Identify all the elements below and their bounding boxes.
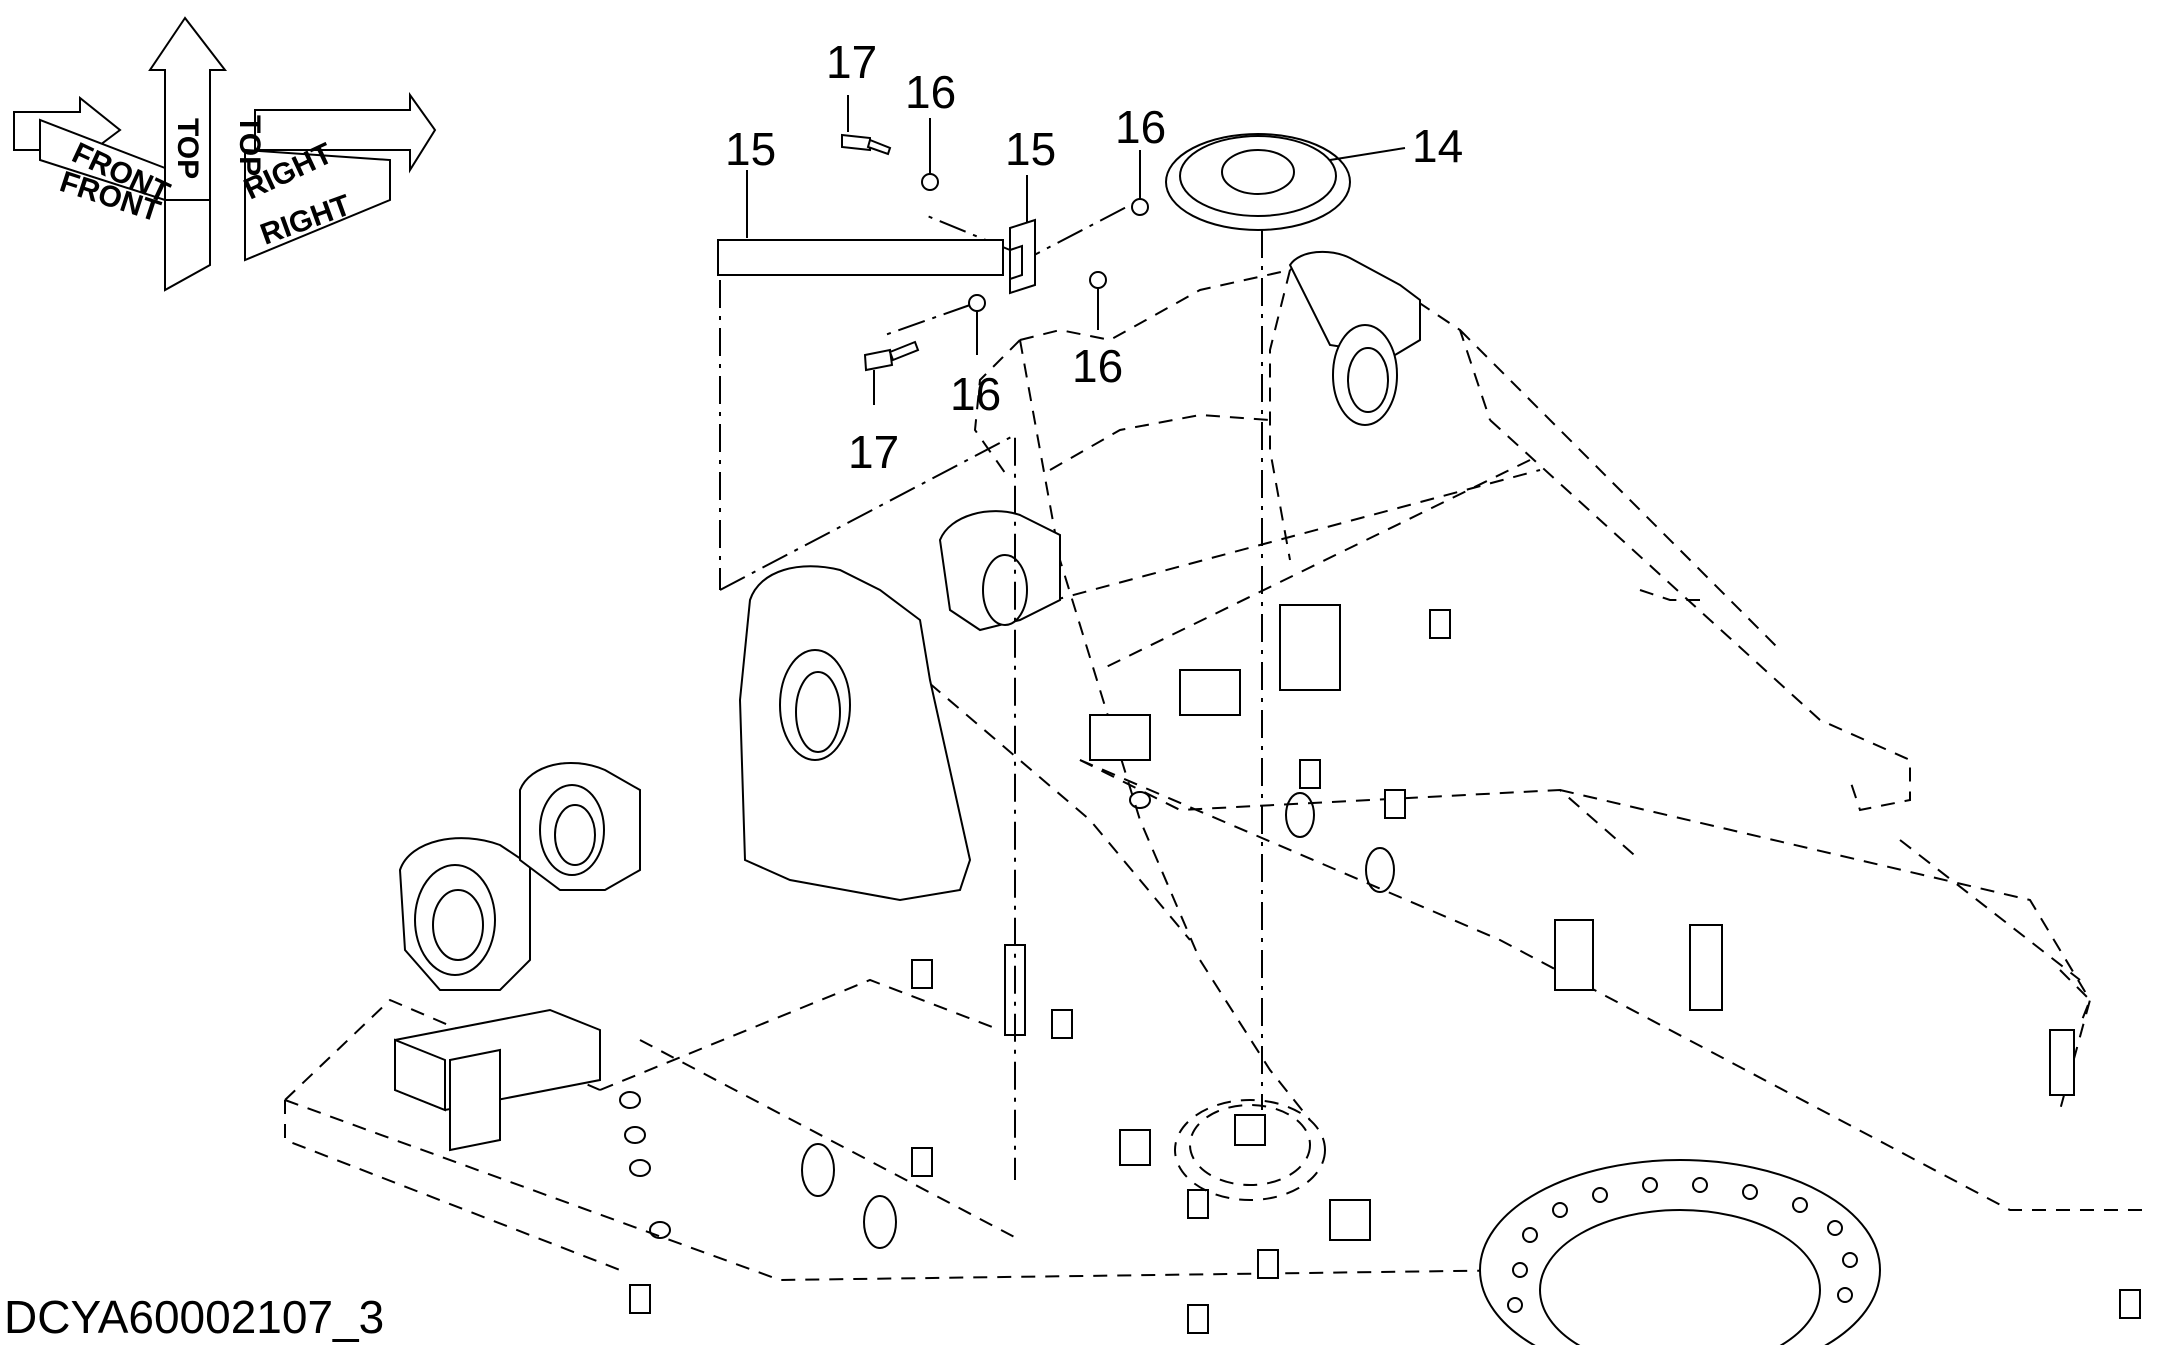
upper-frame — [284, 253, 2150, 1341]
callout-17-bottom: 17 — [848, 426, 899, 478]
callout-16-top-right: 16 — [1115, 101, 1166, 153]
bolt-17-b — [863, 348, 894, 372]
swing-centre-outline — [1174, 1099, 1326, 1201]
plate-15 — [717, 239, 1004, 276]
callout-16-bottom-left: 16 — [950, 368, 1001, 420]
callout-15-plate: 15 — [725, 123, 776, 175]
leaders — [746, 95, 1406, 405]
top-label-1: TOP — [171, 118, 204, 179]
washer-16-a — [921, 173, 939, 191]
callout-15-bracket: 15 — [1005, 123, 1056, 175]
exploded-parts — [717, 133, 1351, 372]
boom-foot-brackets — [398, 250, 1421, 991]
bolt-17-a — [841, 133, 871, 152]
top-label-2: TOP — [233, 115, 266, 176]
washer-16-c — [1089, 271, 1107, 289]
washer-16-d — [968, 294, 986, 312]
callout-16-top-left: 16 — [905, 66, 956, 118]
orientation-arrows: FRONT FRONT TOP TOP RIGHT RIGHT — [13, 16, 437, 292]
washer-16-b — [1131, 198, 1149, 216]
swing-ring — [1479, 1159, 1881, 1345]
callout-16-bottom-right: 16 — [1072, 340, 1123, 392]
drawing-id: DCYA60002107_3 — [4, 1291, 385, 1343]
callout-14: 14 — [1412, 120, 1463, 172]
callouts: 14 15 15 16 16 16 16 17 17 — [725, 36, 1463, 478]
front-lug — [394, 1008, 601, 1152]
callout-17-top: 17 — [826, 36, 877, 88]
clips-and-holes — [619, 604, 2141, 1334]
